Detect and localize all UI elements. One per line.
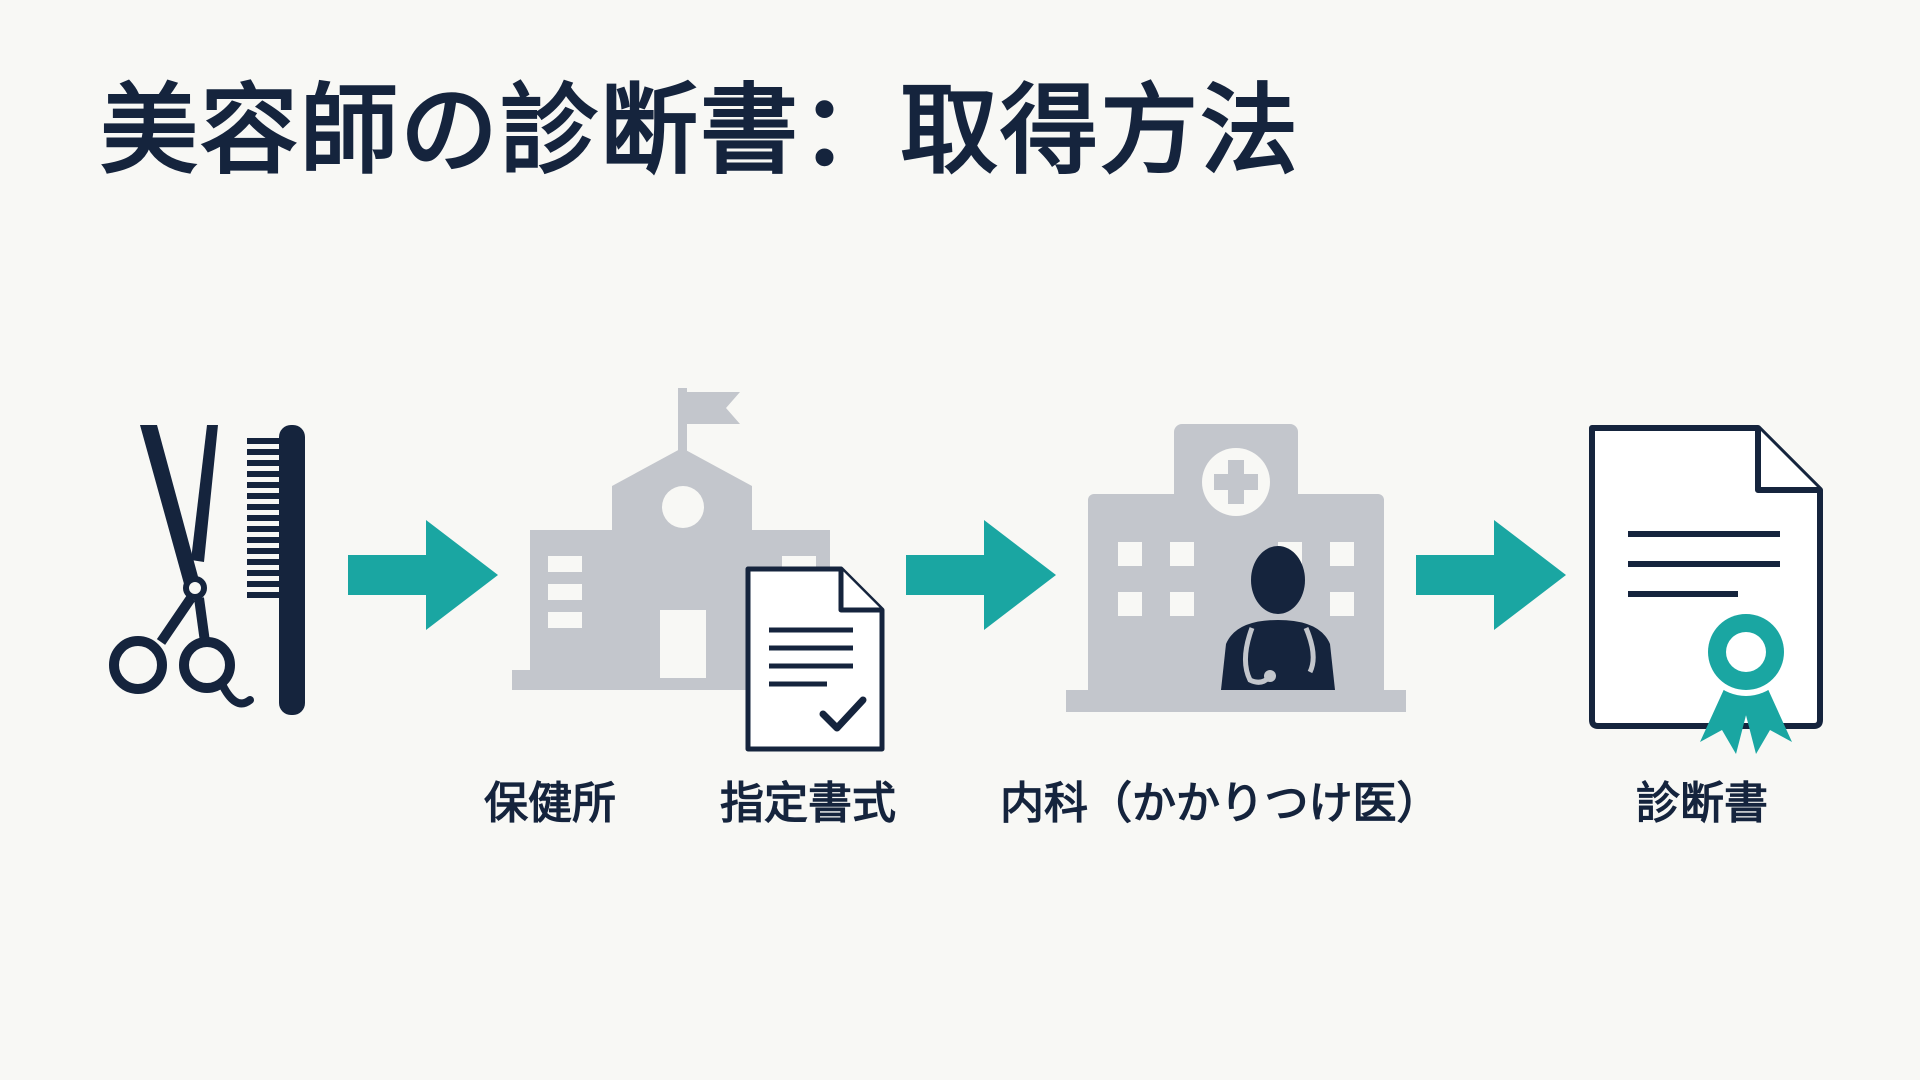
certificate-document-icon	[1589, 425, 1823, 754]
page-title: 美容師の診断書：取得方法	[100, 74, 1301, 188]
arrow-right-icon	[348, 520, 498, 630]
designated-form-document-icon	[745, 566, 885, 752]
step-label-designated-form: 指定書式	[720, 778, 896, 829]
arrow-right-icon	[906, 520, 1056, 630]
arrow-right-icon	[1416, 520, 1566, 630]
hospital-doctor-icon	[1066, 424, 1406, 712]
scissors-comb-icon	[109, 425, 305, 715]
step-label-certificate: 診断書	[1636, 778, 1768, 829]
step-label-health-center: 保健所	[484, 778, 616, 829]
step-label-internal-medicine: 内科（かかりつけ医）	[1000, 778, 1441, 829]
